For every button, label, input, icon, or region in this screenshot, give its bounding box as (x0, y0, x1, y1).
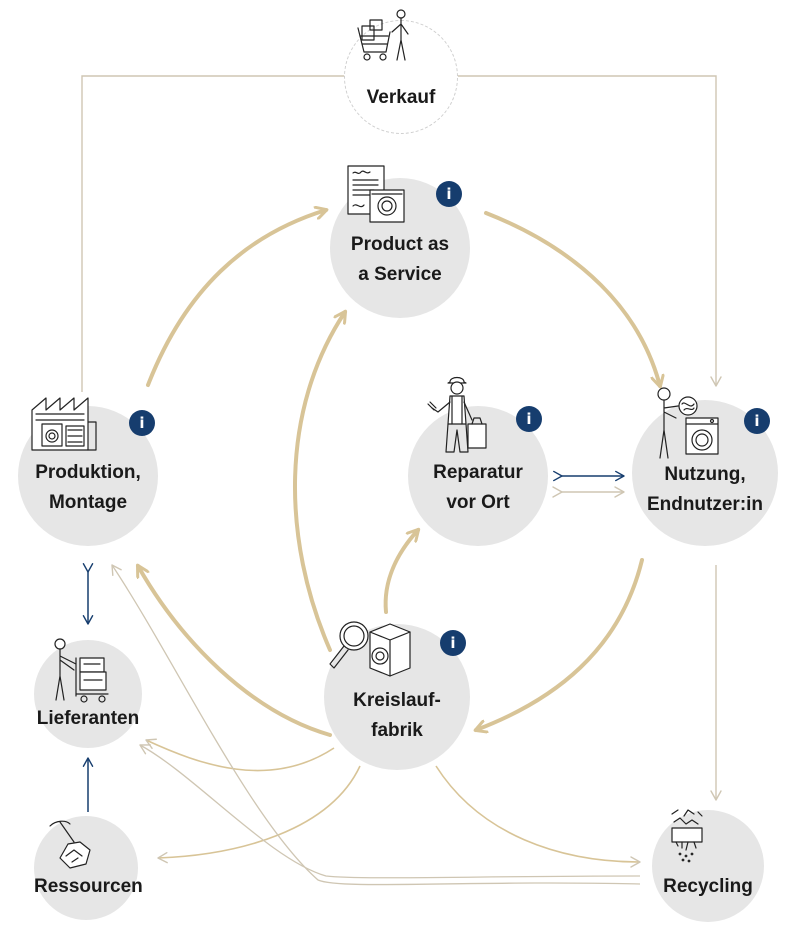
node-paas-label: Product as a Service (330, 230, 470, 290)
node-kreislauf-label-line2: fabrik (371, 720, 423, 741)
node-ressourcen[interactable]: Ressourcen (34, 816, 143, 920)
arrow-kreislauf-to-lieferanten (145, 738, 335, 772)
node-kreislauf-label: Kreislauf- fabrik (324, 686, 470, 746)
node-nutzung-label-line1: Nutzung, (664, 464, 746, 485)
info-button-paas[interactable]: i (436, 181, 462, 207)
arrow-nutzung-to-kreislauf (476, 558, 644, 730)
info-button-reparatur[interactable]: i (516, 406, 542, 432)
pickaxe-ore-icon (44, 818, 96, 872)
node-paas-label-line1: Product as (350, 234, 450, 255)
node-ressourcen-label: Ressourcen (34, 876, 143, 897)
node-produktion-label-line1: Produktion, (35, 462, 141, 483)
arrow-kreislauf-to-paas (293, 312, 345, 652)
factory-icon (28, 392, 100, 454)
arrow-kreislauf-to-reparatur (383, 530, 418, 614)
recycling-shredder-icon (664, 808, 708, 864)
node-reparatur-label-line1: Reparatur (433, 462, 523, 483)
magnifier-machine-icon (326, 614, 416, 684)
node-reparatur-label-line2: vor Ort (446, 492, 510, 513)
connector-verkauf-to-produktion (81, 75, 346, 392)
node-verkauf-label: Verkauf (366, 87, 436, 108)
arrow-paas-to-nutzung (484, 211, 660, 386)
node-reparatur-label: Reparatur vor Ort (408, 458, 548, 518)
node-recycling[interactable]: Recycling (652, 810, 764, 922)
arrow-recycling-to-lieferanten (139, 744, 641, 879)
node-produktion-label: Produktion, Montage (18, 458, 158, 518)
technician-icon (424, 374, 488, 460)
info-button-produktion[interactable]: i (129, 410, 155, 436)
node-nutzung-label: Nutzung, Endnutzer:in (632, 460, 778, 520)
washing-machine-user-icon (652, 384, 722, 460)
arrow-recycling-to-produktion (111, 564, 641, 886)
contract-document-icon (344, 164, 410, 226)
node-produktion-label-line2: Montage (48, 492, 128, 513)
info-button-nutzung[interactable]: i (744, 408, 770, 434)
arrow-kreislauf-to-recycling (435, 765, 641, 868)
node-lieferanten-label: Lieferanten (36, 708, 140, 729)
arrow-kreislauf-to-produktion (136, 566, 332, 737)
node-kreislauf-label-line1: Kreislauf- (353, 690, 441, 711)
node-paas-label-line2: a Service (358, 264, 442, 285)
node-verkauf[interactable]: Verkauf (344, 20, 458, 134)
shopper-with-cart-icon (356, 8, 412, 64)
worker-with-trolley-icon (46, 636, 112, 704)
node-recycling-label: Recycling (663, 876, 753, 897)
node-nutzung-label-line2: Endnutzer:in (646, 494, 764, 515)
connector-verkauf-to-nutzung (456, 75, 722, 387)
info-button-kreislauf[interactable]: i (440, 630, 466, 656)
arrow-produktion-to-paas (146, 210, 326, 387)
